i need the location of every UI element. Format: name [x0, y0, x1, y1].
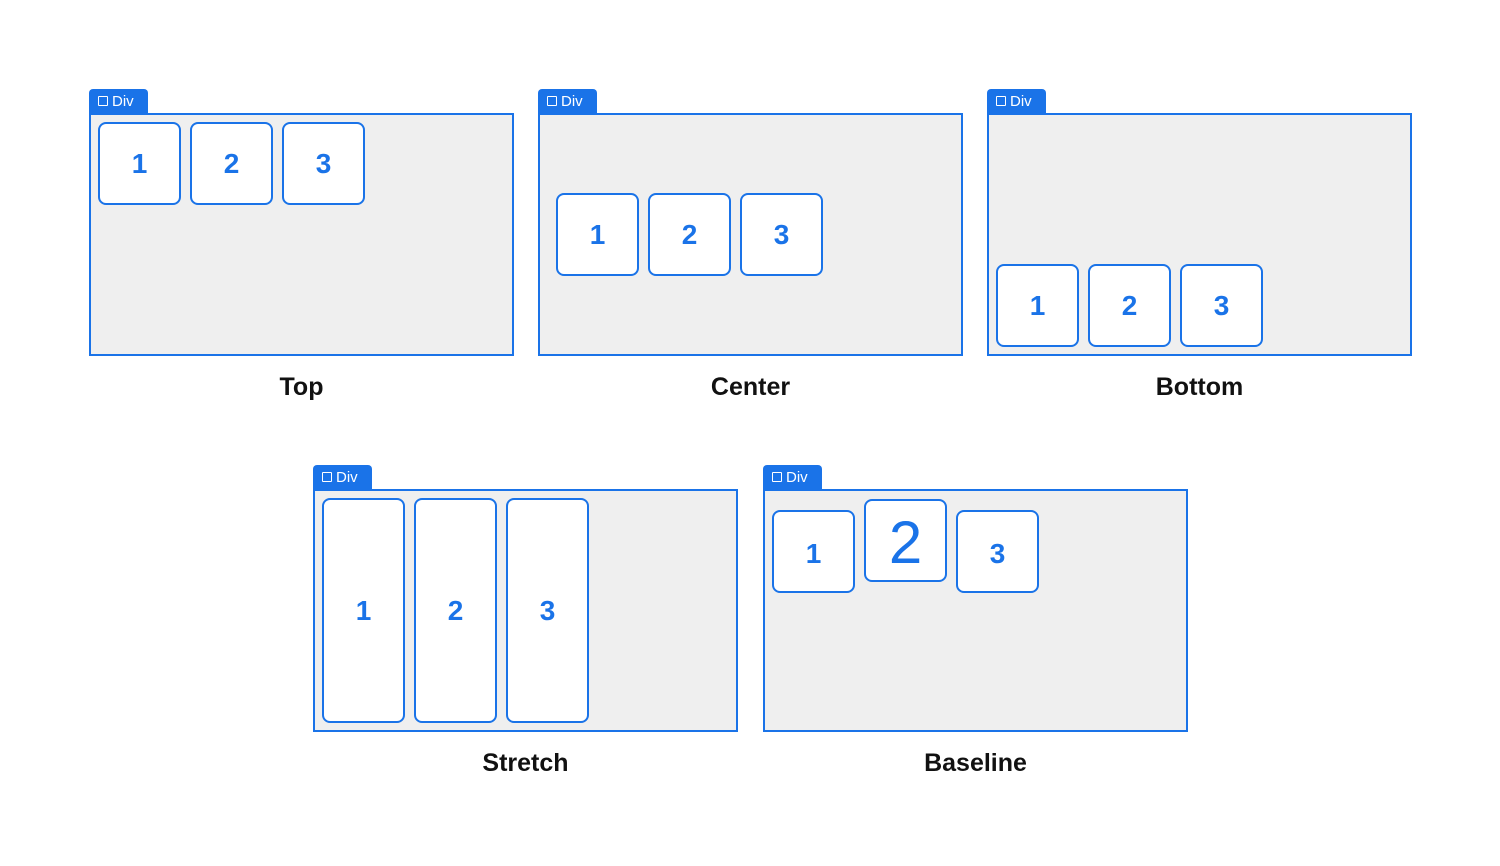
flex-container: 1 2 3 [313, 489, 738, 732]
panel-caption: Stretch [482, 749, 569, 777]
flex-container: 1 2 3 [89, 113, 514, 356]
div-tag: Div [763, 465, 822, 490]
flex-item: 3 [740, 193, 823, 276]
square-icon [322, 472, 332, 482]
div-tag-label: Div [1010, 93, 1032, 110]
panel-caption: Bottom [1155, 373, 1244, 401]
square-icon [98, 96, 108, 106]
flex-item: 2 [190, 122, 273, 205]
flex-item: 2 [648, 193, 731, 276]
flex-container: 1 2 3 [987, 113, 1412, 356]
flex-item: 2 [864, 499, 947, 582]
div-tag-label: Div [786, 469, 808, 486]
flex-item: 1 [322, 498, 405, 723]
div-tag: Div [89, 89, 148, 114]
div-tag-label: Div [112, 93, 134, 110]
flex-container: 1 2 3 [763, 489, 1188, 732]
square-icon [772, 472, 782, 482]
flex-item: 3 [506, 498, 589, 723]
div-tag: Div [313, 465, 372, 490]
div-tag-label: Div [561, 93, 583, 110]
flex-item: 1 [98, 122, 181, 205]
div-tag-label: Div [336, 469, 358, 486]
flex-item: 2 [1088, 264, 1171, 347]
panel-caption: Baseline [924, 749, 1027, 777]
div-tag: Div [987, 89, 1046, 114]
flex-container: 1 2 3 [538, 113, 963, 356]
flex-item: 3 [956, 510, 1039, 593]
flex-item: 1 [556, 193, 639, 276]
square-icon [547, 96, 557, 106]
flex-item: 2 [414, 498, 497, 723]
square-icon [996, 96, 1006, 106]
flex-item: 1 [772, 510, 855, 593]
panel-caption: Top [279, 373, 324, 401]
div-tag: Div [538, 89, 597, 114]
flex-item: 3 [1180, 264, 1263, 347]
flex-item: 3 [282, 122, 365, 205]
panel-caption: Center [710, 373, 791, 401]
flex-item: 1 [996, 264, 1079, 347]
